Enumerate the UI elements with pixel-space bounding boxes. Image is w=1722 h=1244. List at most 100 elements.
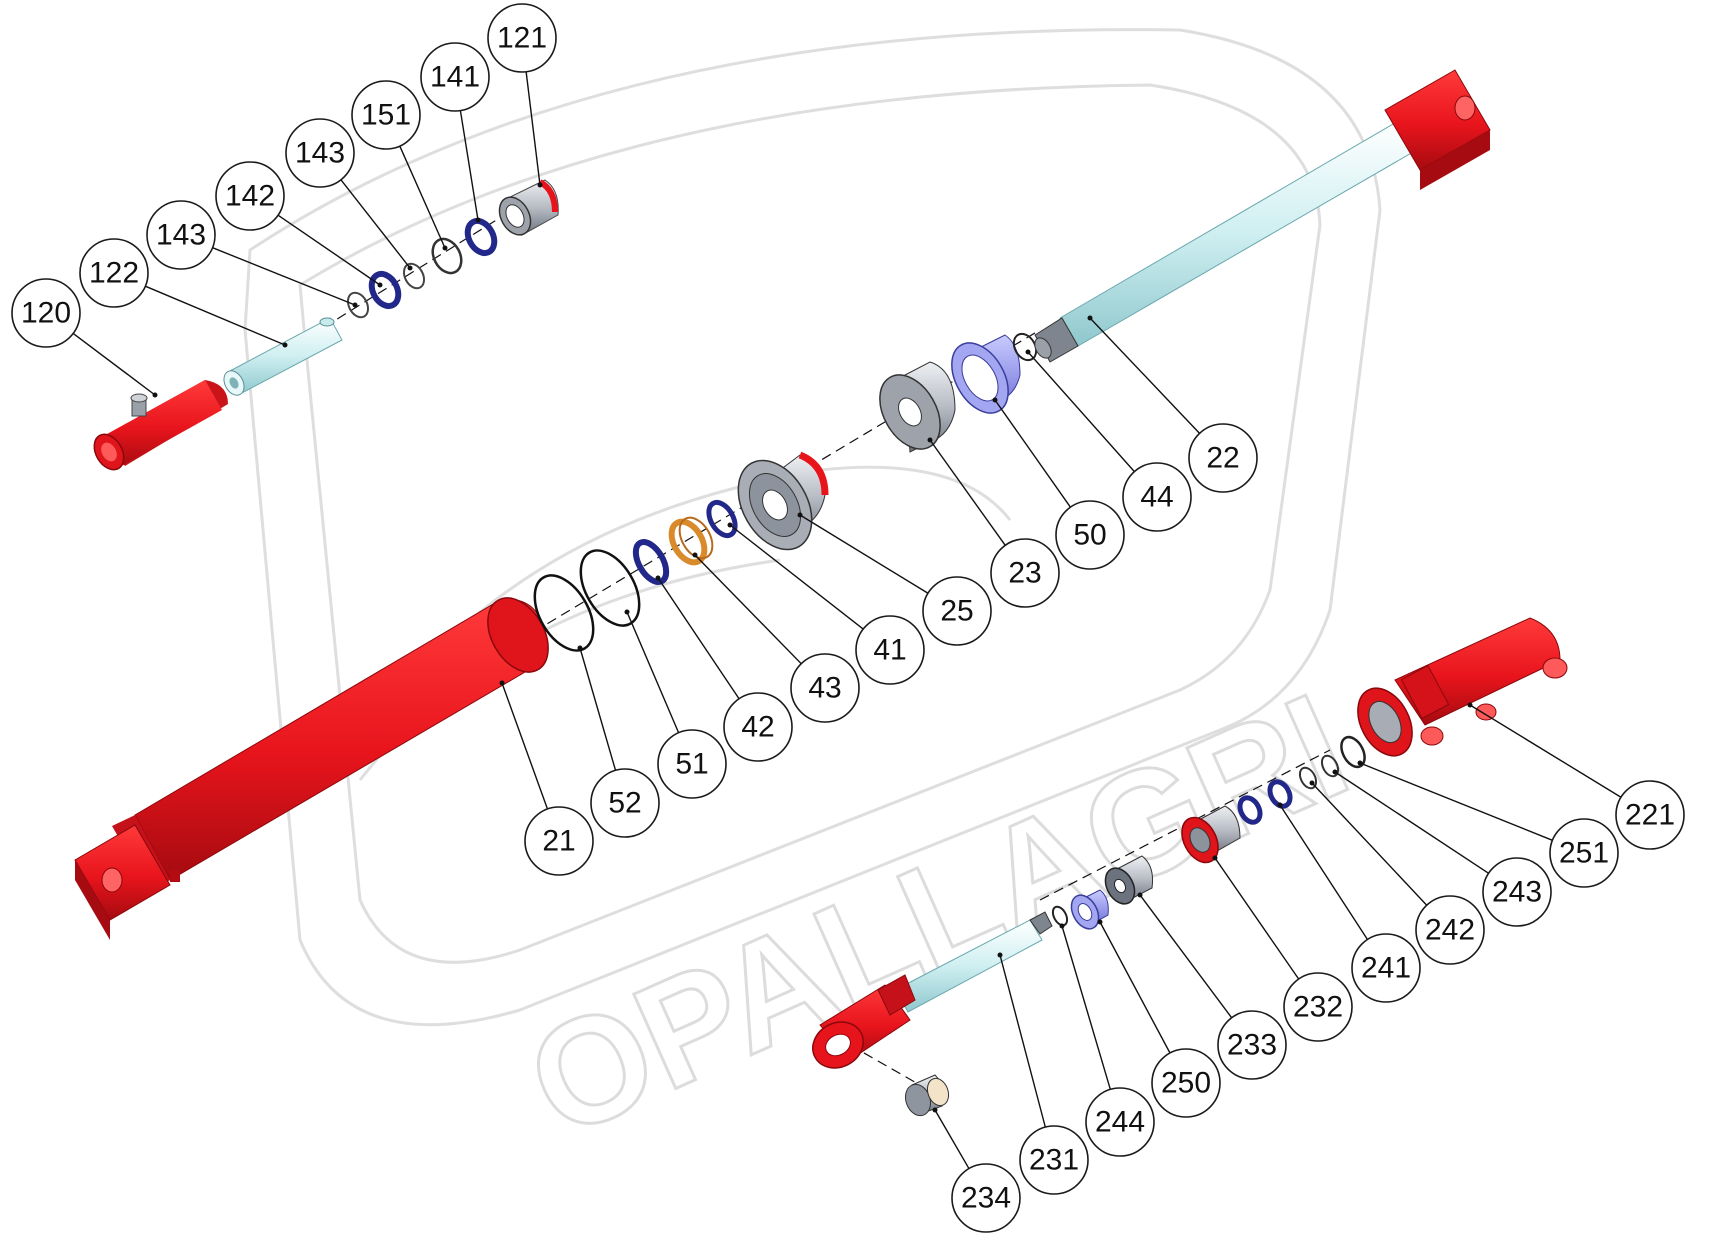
part-244-ring xyxy=(1051,905,1069,927)
leader-line-51 xyxy=(626,611,680,734)
callout-43: 43 xyxy=(790,653,860,723)
callout-142: 142 xyxy=(215,161,285,231)
callout-labels: 1201221431421431511411212244502325414342… xyxy=(11,3,1685,1233)
leader-line-244 xyxy=(1061,925,1112,1090)
leader-dot-232 xyxy=(1212,855,1218,861)
callout-151: 151 xyxy=(351,80,421,150)
part-151-ring xyxy=(431,237,463,275)
callout-50: 50 xyxy=(1055,500,1125,570)
leader-line-41 xyxy=(729,524,864,630)
callout-number: 41 xyxy=(873,634,906,667)
callout-circle xyxy=(1482,857,1552,927)
leader-line-233 xyxy=(1139,894,1233,1019)
callout-number: 25 xyxy=(940,595,973,628)
leader-dot-22 xyxy=(1087,315,1093,321)
callout-circle xyxy=(855,615,925,685)
leader-line-232 xyxy=(1214,857,1300,980)
part-234-bushing xyxy=(904,1074,950,1117)
callout-number: 250 xyxy=(1161,1067,1211,1100)
callout-circle xyxy=(723,692,793,762)
part-51-ring xyxy=(579,549,641,627)
leader-line-121 xyxy=(525,71,541,186)
callout-number: 21 xyxy=(542,825,575,858)
callout-242: 242 xyxy=(1415,895,1485,965)
callout-circle xyxy=(351,80,421,150)
part-243-ring xyxy=(1320,754,1340,778)
part-232-gland xyxy=(1181,805,1241,864)
callout-21: 21 xyxy=(524,806,594,876)
callout-221: 221 xyxy=(1615,780,1685,850)
part-251-ring xyxy=(1340,735,1366,769)
callout-circle xyxy=(922,576,992,646)
callout-number: 251 xyxy=(1559,837,1609,870)
part-120-cylinder-housing xyxy=(93,380,228,471)
leader-line-241 xyxy=(1279,804,1369,940)
leader-line-23 xyxy=(929,439,1006,546)
callout-number: 22 xyxy=(1206,442,1239,475)
leader-line-120 xyxy=(72,332,156,396)
part-44-ring xyxy=(1012,332,1038,362)
callout-circle xyxy=(1151,1048,1221,1118)
callout-44: 44 xyxy=(1122,462,1192,532)
callout-number: 143 xyxy=(156,219,206,252)
callout-number: 221 xyxy=(1625,799,1675,832)
callout-number: 42 xyxy=(741,711,774,744)
callout-number: 243 xyxy=(1492,876,1542,909)
leader-dot-42 xyxy=(655,575,661,581)
leader-dot-221 xyxy=(1467,702,1473,708)
leader-dot-243 xyxy=(1332,769,1338,775)
callout-number: 120 xyxy=(21,297,71,330)
part-22-piston-rod xyxy=(1034,69,1491,363)
callout-circle xyxy=(1055,500,1125,570)
callout-51: 51 xyxy=(657,729,727,799)
callout-number: 143 xyxy=(295,137,345,170)
callout-number: 52 xyxy=(608,787,641,820)
callout-250: 250 xyxy=(1151,1048,1221,1118)
part-25-cylinder-head xyxy=(737,451,829,551)
leader-line-143 xyxy=(340,179,411,269)
leader-dot-251 xyxy=(1357,760,1363,766)
leader-dot-242 xyxy=(1309,780,1315,786)
leader-dot-250 xyxy=(1097,919,1103,925)
callout-number: 232 xyxy=(1293,991,1343,1024)
callout-circle xyxy=(657,729,727,799)
leader-line-141 xyxy=(459,110,479,221)
leader-line-25 xyxy=(799,514,929,594)
leader-line-50 xyxy=(994,399,1072,508)
callout-circle xyxy=(524,806,594,876)
leader-dot-143 xyxy=(352,302,358,308)
callout-circle xyxy=(990,538,1060,608)
part-233-piston xyxy=(1104,855,1153,905)
leader-line-251 xyxy=(1359,762,1553,841)
callout-circle xyxy=(1122,462,1192,532)
leader-dot-143 xyxy=(407,265,413,271)
callout-circle xyxy=(1085,1087,1155,1157)
callout-22: 22 xyxy=(1188,423,1258,493)
callout-circle xyxy=(1415,895,1485,965)
leader-line-52 xyxy=(579,647,617,771)
leader-dot-234 xyxy=(932,1107,938,1113)
part-21-cylinder-barrel xyxy=(74,597,549,940)
callout-143: 143 xyxy=(285,118,355,188)
callout-231: 231 xyxy=(1019,1125,1089,1195)
callout-251: 251 xyxy=(1549,818,1619,888)
callout-number: 141 xyxy=(430,61,480,94)
part-250-wiper xyxy=(1070,889,1109,930)
callout-circle xyxy=(285,118,355,188)
leader-line-122 xyxy=(145,285,286,346)
callout-number: 23 xyxy=(1008,557,1041,590)
leader-dot-231 xyxy=(997,952,1003,958)
callout-circle xyxy=(790,653,860,723)
callout-232: 232 xyxy=(1283,972,1353,1042)
leader-dot-120 xyxy=(152,392,158,398)
leader-dot-41 xyxy=(727,522,733,528)
callout-120: 120 xyxy=(11,278,81,348)
callout-circle xyxy=(79,238,149,308)
leader-line-242 xyxy=(1311,782,1428,906)
leader-dot-122 xyxy=(282,342,288,348)
leader-dot-52 xyxy=(577,645,583,651)
leader-dot-142 xyxy=(377,282,383,288)
leader-line-151 xyxy=(399,145,446,249)
leader-dot-43 xyxy=(692,552,698,558)
leader-line-234 xyxy=(934,1109,970,1169)
